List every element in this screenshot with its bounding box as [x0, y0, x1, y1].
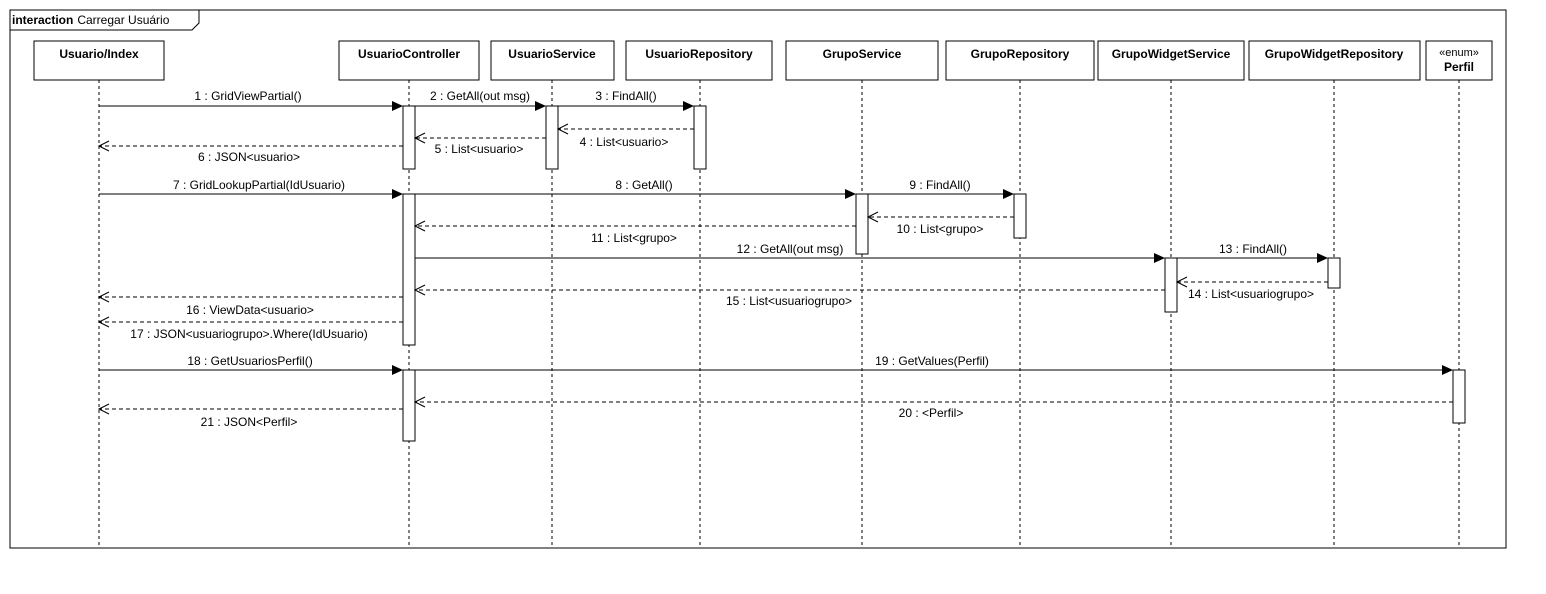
message-label: 2 : GetAll(out msg)	[430, 89, 530, 103]
participant-name: Usuario/Index	[59, 47, 139, 61]
frame-tab	[10, 10, 200, 31]
message-16: 16 : ViewData<usuario>	[97, 291, 403, 317]
frame-name: Carregar Usuário	[77, 13, 169, 27]
message-13: 13 : FindAll()	[1177, 242, 1328, 263]
participant-grupo-widget-repository: GrupoWidgetRepository	[1248, 40, 1421, 81]
message-label: 15 : List<usuariogrupo>	[726, 294, 852, 308]
message-9: 9 : FindAll()	[868, 178, 1014, 199]
participant-usuario-controller: UsuarioController	[338, 40, 480, 81]
activation-grupo-repository	[1013, 193, 1027, 239]
message-10: 10 : List<grupo>	[866, 211, 1014, 236]
message-19: 19 : GetValues(Perfil)	[415, 354, 1453, 375]
frame-keyword: interaction	[12, 13, 73, 27]
message-label: 9 : FindAll()	[909, 178, 970, 192]
message-15: 15 : List<usuariogrupo>	[413, 284, 1165, 308]
message-label: 12 : GetAll(out msg)	[737, 242, 844, 256]
participant-name: GrupoRepository	[971, 47, 1070, 61]
message-14: 14 : List<usuariogrupo>	[1175, 276, 1328, 301]
participant-usuario-service: UsuarioService	[490, 40, 615, 81]
message-7: 7 : GridLookupPartial(IdUsuario)	[99, 178, 403, 199]
message-21: 21 : JSON<Perfil>	[97, 403, 403, 429]
message-label: 7 : GridLookupPartial(IdUsuario)	[173, 178, 345, 192]
message-label: 18 : GetUsuariosPerfil()	[187, 354, 312, 368]
message-1: 1 : GridViewPartial()	[99, 89, 403, 111]
message-18: 18 : GetUsuariosPerfil()	[99, 354, 403, 375]
message-label: 6 : JSON<usuario>	[198, 150, 300, 164]
participant-usuario-repository: UsuarioRepository	[625, 40, 773, 81]
participant-name: Perfil	[1444, 60, 1474, 74]
message-8: 8 : GetAll()	[415, 178, 856, 199]
participant-name: GrupoWidgetService	[1112, 47, 1231, 61]
participant-perfil: «enum» Perfil	[1425, 40, 1493, 81]
frame-title: interaction Carregar Usuário	[12, 13, 170, 27]
message-label: 4 : List<usuario>	[580, 135, 669, 149]
message-label: 11 : List<grupo>	[591, 231, 677, 245]
message-label: 1 : GridViewPartial()	[194, 89, 301, 103]
message-2: 2 : GetAll(out msg)	[415, 89, 546, 111]
message-label: 16 : ViewData<usuario>	[186, 303, 314, 317]
message-label: 13 : FindAll()	[1219, 242, 1287, 256]
message-4: 4 : List<usuario>	[556, 123, 694, 149]
participant-grupo-widget-service: GrupoWidgetService	[1097, 40, 1245, 81]
message-11: 11 : List<grupo>	[413, 220, 856, 245]
activation-controller-3	[402, 369, 416, 442]
message-label: 19 : GetValues(Perfil)	[875, 354, 989, 368]
participant-name: UsuarioService	[508, 47, 596, 61]
participant-name: GrupoService	[823, 47, 902, 61]
message-label: 3 : FindAll()	[595, 89, 656, 103]
activation-controller-2	[402, 193, 416, 346]
activation-grupo-service	[855, 193, 869, 255]
activation-usuario-repository	[693, 105, 707, 170]
message-label: 17 : JSON<usuariogrupo>.Where(IdUsuario)	[130, 327, 367, 341]
message-label: 8 : GetAll()	[615, 178, 672, 192]
interaction-frame	[9, 9, 1507, 549]
message-label: 20 : <Perfil>	[899, 406, 964, 420]
activation-usuario-service	[545, 105, 559, 170]
message-17: 17 : JSON<usuariogrupo>.Where(IdUsuario)	[97, 316, 403, 341]
message-20: 20 : <Perfil>	[413, 396, 1453, 420]
message-label: 14 : List<usuariogrupo>	[1188, 287, 1314, 301]
participant-grupo-service: GrupoService	[785, 40, 939, 81]
participant-name: GrupoWidgetRepository	[1265, 47, 1404, 61]
message-label: 21 : JSON<Perfil>	[201, 415, 298, 429]
participant-grupo-repository: GrupoRepository	[945, 40, 1095, 81]
message-12: 12 : GetAll(out msg)	[415, 242, 1165, 263]
message-5: 5 : List<usuario>	[413, 132, 546, 156]
participant-name: UsuarioController	[358, 47, 460, 61]
activation-perfil	[1452, 369, 1466, 424]
participant-stereotype: «enum»	[1439, 47, 1479, 59]
message-6: 6 : JSON<usuario>	[97, 140, 403, 164]
participant-name: UsuarioRepository	[645, 47, 753, 61]
message-label: 5 : List<usuario>	[435, 142, 524, 156]
activation-grupo-widget-repository	[1327, 257, 1341, 289]
message-3: 3 : FindAll()	[558, 89, 694, 111]
activation-grupo-widget-service	[1164, 257, 1178, 313]
activation-controller-1	[402, 105, 416, 170]
participant-usuario-index: Usuario/Index	[33, 40, 165, 81]
message-label: 10 : List<grupo>	[897, 222, 984, 236]
